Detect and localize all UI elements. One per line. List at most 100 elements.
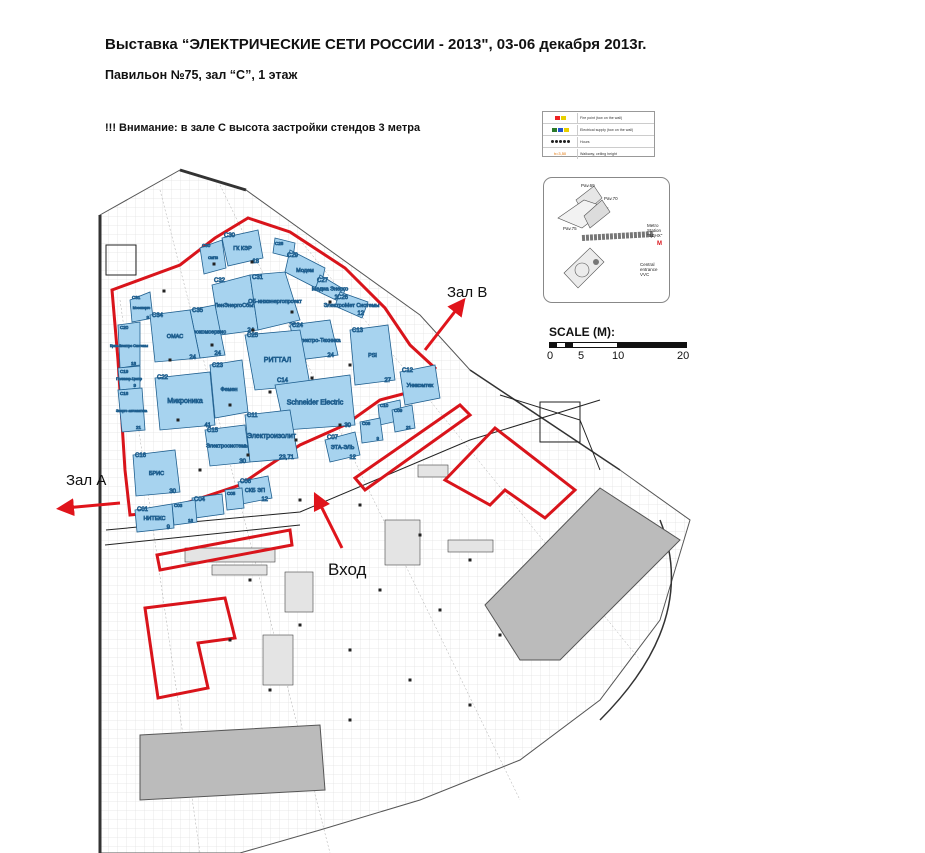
- booth-name: ГК КЭР: [233, 246, 252, 252]
- column-marker: [294, 438, 298, 442]
- booth-area: 9: [376, 436, 379, 441]
- booth-name: ОМАС: [167, 334, 183, 340]
- booth-code: C11: [247, 413, 258, 419]
- booth-code: C14: [277, 378, 289, 384]
- metro-icon: M: [657, 241, 662, 247]
- booth-name: Фемен: [220, 387, 237, 393]
- column-marker: [358, 503, 362, 507]
- booth-name: БРИС: [149, 471, 164, 477]
- booth-name: СМП3: [208, 256, 218, 260]
- booth-name: PSI: [368, 353, 377, 359]
- booth-shape: [249, 271, 301, 331]
- booth-shape: [221, 229, 264, 267]
- booth-code: C24: [292, 323, 304, 329]
- red-zone-right: [442, 425, 578, 520]
- booth-code: C35: [192, 308, 204, 314]
- column-marker: [418, 533, 422, 537]
- column-marker: [248, 578, 252, 582]
- inset-label-pav70: Pav.70: [604, 196, 618, 201]
- page-title: Выставка “ЭЛЕКТРИЧЕСКИЕ СЕТИ РОССИИ - 20…: [105, 36, 647, 53]
- booth-code: C08: [362, 421, 371, 426]
- hall-b-arrow: [423, 297, 466, 351]
- booth-code: C18: [120, 391, 129, 396]
- booth-area: 23,71: [279, 455, 295, 461]
- booth-area: 30: [169, 489, 176, 495]
- scale-title: SCALE (M):: [549, 325, 615, 339]
- booth-area: 12: [349, 455, 356, 461]
- booth-code: C32: [214, 278, 226, 284]
- booth-shape: [391, 404, 416, 433]
- booth-shape: [224, 487, 245, 511]
- booth-code: C13: [352, 328, 364, 334]
- booth-shape: [117, 321, 141, 369]
- booth-area: 12: [357, 311, 364, 317]
- hall-b-label: Зал В: [447, 284, 488, 301]
- map-legend: Fire point (tow on the wall) Electrical …: [542, 111, 655, 159]
- legend-row-fire: Fire point (tow on the wall): [543, 112, 654, 124]
- walkway-symbol: h=3,50: [543, 148, 578, 159]
- column-marker: [468, 558, 472, 562]
- entrance-label: Вход: [328, 560, 367, 579]
- scale-tick-20: 20: [677, 350, 690, 362]
- booth-c04: C04: [191, 493, 225, 519]
- column-marker: [348, 718, 352, 722]
- inset-label-pav75: Pav.75: [563, 226, 577, 231]
- booth-name: Мосэнерго: [133, 306, 151, 310]
- red-zone-left: [143, 596, 237, 700]
- booth-area: 27: [384, 378, 391, 384]
- booth-code: C31: [132, 295, 141, 300]
- booth-shape: [209, 359, 249, 419]
- booth-code: C06: [240, 479, 252, 485]
- booth-code: C25: [247, 333, 259, 339]
- inset-label-metro: Metro Station "ВДНХ": [647, 223, 663, 238]
- column-marker: [468, 703, 472, 707]
- booth-c03: C03 18: [171, 499, 198, 526]
- booth-name: Полимер-Центр: [116, 377, 142, 381]
- column-marker: [348, 363, 352, 367]
- booth-name: РИТТАЛ: [264, 357, 292, 364]
- booth-area: 24: [214, 351, 221, 357]
- booth-code: C09: [394, 408, 403, 413]
- booth-name: Микроника: [167, 398, 203, 405]
- inset-label-entrance: Central entrance VVC: [640, 262, 658, 277]
- booth-name: Крис-Электро Системы: [110, 344, 148, 348]
- booth-code: C03: [174, 503, 183, 508]
- location-inset: Pav.69 Pav.70 Pav.75 Metro Station "ВДНХ…: [543, 177, 670, 303]
- grey-zone-bottom: [139, 724, 326, 801]
- scale-tick-5: 5: [578, 350, 585, 362]
- escalators: [184, 464, 494, 686]
- booth-code: C07: [327, 435, 339, 441]
- scale-tick-10: 10: [612, 350, 625, 362]
- booth-area: 21: [406, 425, 412, 430]
- booth-code: C04: [194, 497, 206, 503]
- height-warning: !!! Внимание: в зале С высота застройки …: [105, 122, 421, 134]
- booth-c09: C09 21: [391, 404, 416, 433]
- column-marker: [246, 453, 250, 457]
- column-marker: [438, 608, 442, 612]
- column-marker: [298, 623, 302, 627]
- page-subtitle: Павильон №75, зал “С”, 1 этаж: [105, 68, 298, 82]
- booth-name: ЛенЭнергоСбыт: [214, 303, 256, 309]
- booth-code: C15: [207, 428, 219, 434]
- column-marker: [338, 423, 342, 427]
- column-marker: [290, 310, 294, 314]
- column-marker: [310, 376, 314, 380]
- fire-point-icon: [554, 115, 560, 120]
- booth-area: 18: [188, 518, 194, 523]
- booth-name: ЭлектроМет Системы: [324, 303, 380, 309]
- booth-code: C05: [227, 491, 236, 496]
- entrance-arrow: [313, 491, 344, 549]
- booth-area: 18: [252, 259, 259, 265]
- booth-shape: [324, 431, 361, 463]
